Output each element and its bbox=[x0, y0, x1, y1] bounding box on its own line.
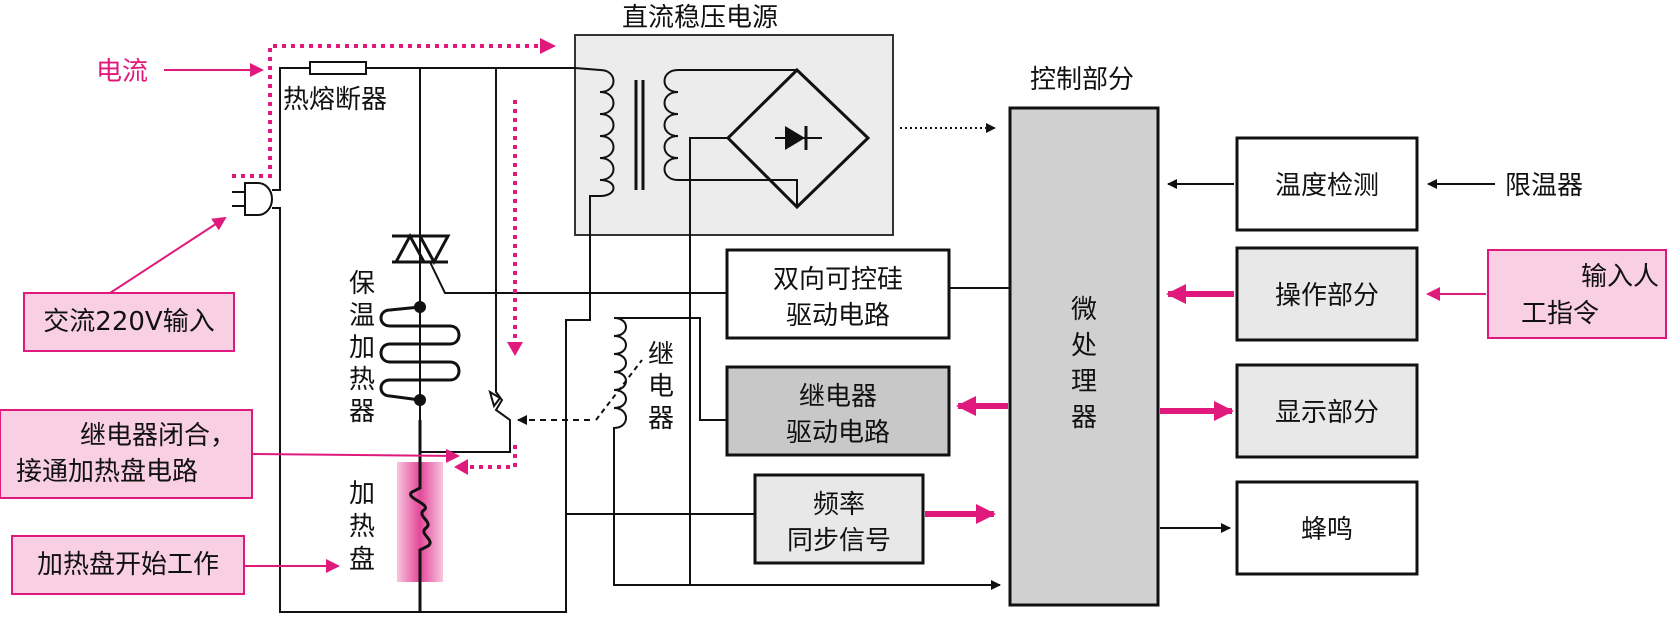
relay-driver-line2: 驱动电路 bbox=[786, 418, 890, 448]
buzzer-label: 蜂鸣 bbox=[1301, 515, 1353, 545]
display-block bbox=[1235, 363, 1419, 459]
display-label: 显示部分 bbox=[1275, 398, 1379, 428]
microprocessor-char: 微 bbox=[1071, 295, 1097, 325]
plug-icon bbox=[232, 182, 273, 216]
freq-sync-line2: 同步信号 bbox=[787, 526, 891, 556]
microprocessor-char: 器 bbox=[1071, 403, 1097, 433]
microprocessor-char: 处 bbox=[1071, 331, 1097, 361]
transformer-primary-coil bbox=[599, 69, 615, 197]
ac-input-label: 交流220V输入 bbox=[43, 307, 214, 337]
relay-closed-arrow bbox=[251, 448, 460, 463]
relay-switch bbox=[420, 68, 511, 453]
control-section-title: 控制部分 bbox=[1030, 65, 1134, 95]
relay-coil bbox=[613, 317, 998, 586]
wire bbox=[366, 67, 601, 71]
current-path-arrowhead bbox=[507, 342, 523, 356]
relay-closed-line2: 接通加热盘电路 bbox=[16, 457, 198, 487]
current-path bbox=[232, 44, 548, 178]
wire bbox=[272, 195, 600, 613]
manual-input-line1: 输入人 bbox=[1581, 262, 1659, 292]
manual-input-callout bbox=[1487, 249, 1667, 339]
heating-plate-element bbox=[409, 420, 432, 612]
thermal-fuse bbox=[309, 61, 367, 75]
wire bbox=[272, 67, 310, 191]
wire bbox=[678, 179, 798, 207]
keep-warm-heater bbox=[379, 301, 461, 406]
relay-char: 继 bbox=[648, 340, 674, 370]
heating-start-label: 加热盘开始工作 bbox=[37, 550, 219, 580]
manual-input-line2: 工指令 bbox=[1521, 299, 1599, 329]
keep-warm-heater-char: 器 bbox=[349, 397, 375, 427]
keep-warm-heater-char: 温 bbox=[349, 301, 375, 331]
temperature-detect-block bbox=[1235, 136, 1419, 232]
operation-label: 操作部分 bbox=[1275, 281, 1379, 311]
ac-input-arrow bbox=[109, 216, 227, 294]
diode-icon bbox=[775, 126, 822, 150]
heating-plate-char: 热 bbox=[349, 512, 375, 542]
temperature-detect-label: 温度检测 bbox=[1275, 171, 1379, 201]
relay-char: 电 bbox=[648, 372, 674, 402]
freq-sync-line1: 频率 bbox=[813, 490, 865, 520]
relay-driver-block bbox=[725, 365, 951, 457]
microprocessor-block bbox=[1008, 106, 1160, 607]
relay-link bbox=[595, 359, 643, 421]
triac-driver-block bbox=[725, 248, 951, 340]
relay-contact bbox=[488, 389, 502, 409]
thermal-fuse-label: 热熔断器 bbox=[283, 85, 387, 115]
operation-block bbox=[1235, 246, 1419, 342]
triac-driver-line1: 双向可控硅 bbox=[773, 265, 903, 295]
triac-icon bbox=[392, 232, 727, 294]
keep-warm-heater-char: 热 bbox=[349, 365, 375, 395]
thermostat-label: 限温器 bbox=[1505, 171, 1583, 201]
heating-plate-char: 加 bbox=[349, 479, 375, 509]
freq-sync-block bbox=[753, 473, 925, 565]
relay-closed-line1: 继电器闭合， bbox=[80, 421, 236, 451]
triac-driver-line2: 驱动电路 bbox=[786, 301, 890, 331]
dc-supply-title: 直流稳压电源 bbox=[622, 3, 778, 33]
dc-supply-block: 直流稳压电源 bbox=[574, 3, 894, 585]
relay-closed-callout bbox=[0, 409, 253, 499]
current-label: 电流 bbox=[96, 57, 148, 87]
keep-warm-heater-char: 加 bbox=[349, 333, 375, 363]
wire bbox=[689, 137, 728, 585]
buzzer-block bbox=[1235, 480, 1419, 576]
wire bbox=[614, 317, 727, 421]
keep-warm-heater-char: 保 bbox=[349, 269, 375, 299]
microprocessor-char: 理 bbox=[1071, 367, 1097, 397]
transformer-secondary-coil bbox=[663, 69, 679, 181]
left-circuit bbox=[232, 61, 1001, 613]
current-path-arrowhead bbox=[540, 38, 556, 54]
relay-char: 器 bbox=[648, 404, 674, 434]
relay-driver-line1: 继电器 bbox=[799, 382, 877, 412]
heating-plate-char: 盘 bbox=[349, 545, 375, 575]
ac-input-callout bbox=[23, 292, 235, 352]
heating-start-callout bbox=[11, 535, 245, 595]
current-path-arrowhead bbox=[454, 459, 468, 475]
current-path-return bbox=[464, 445, 517, 469]
